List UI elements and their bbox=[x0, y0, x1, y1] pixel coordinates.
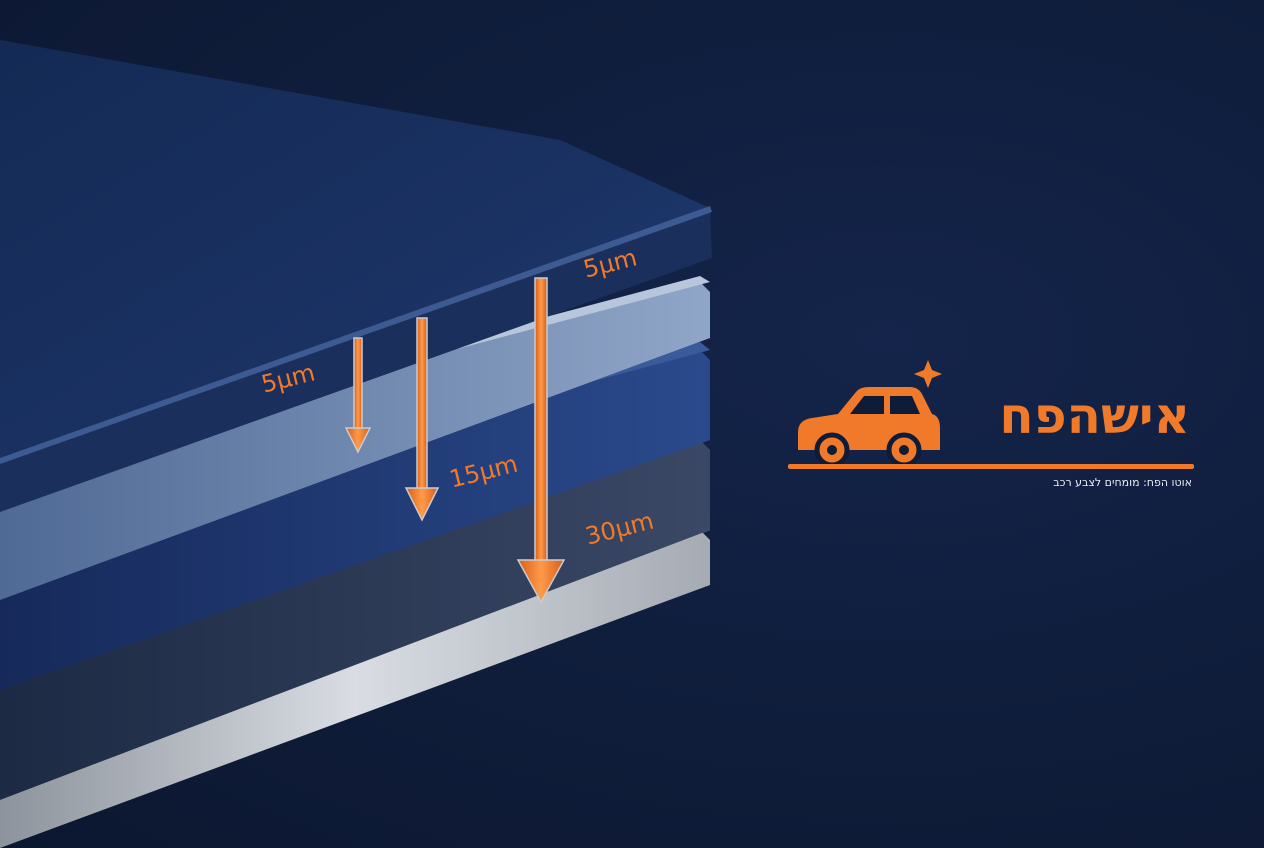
brand-name: אישהפח bbox=[999, 387, 1190, 445]
logo-underline bbox=[788, 464, 1194, 469]
arrow-30um bbox=[516, 277, 566, 604]
brand-tagline: אוטו הפח: מומחים לצבע רכב bbox=[1053, 476, 1192, 489]
sparkle-icon bbox=[914, 360, 942, 388]
arrow-15um bbox=[404, 317, 440, 522]
arrow-5um-left bbox=[344, 337, 372, 454]
car-icon bbox=[798, 387, 940, 468]
brand-logo bbox=[788, 360, 1194, 469]
